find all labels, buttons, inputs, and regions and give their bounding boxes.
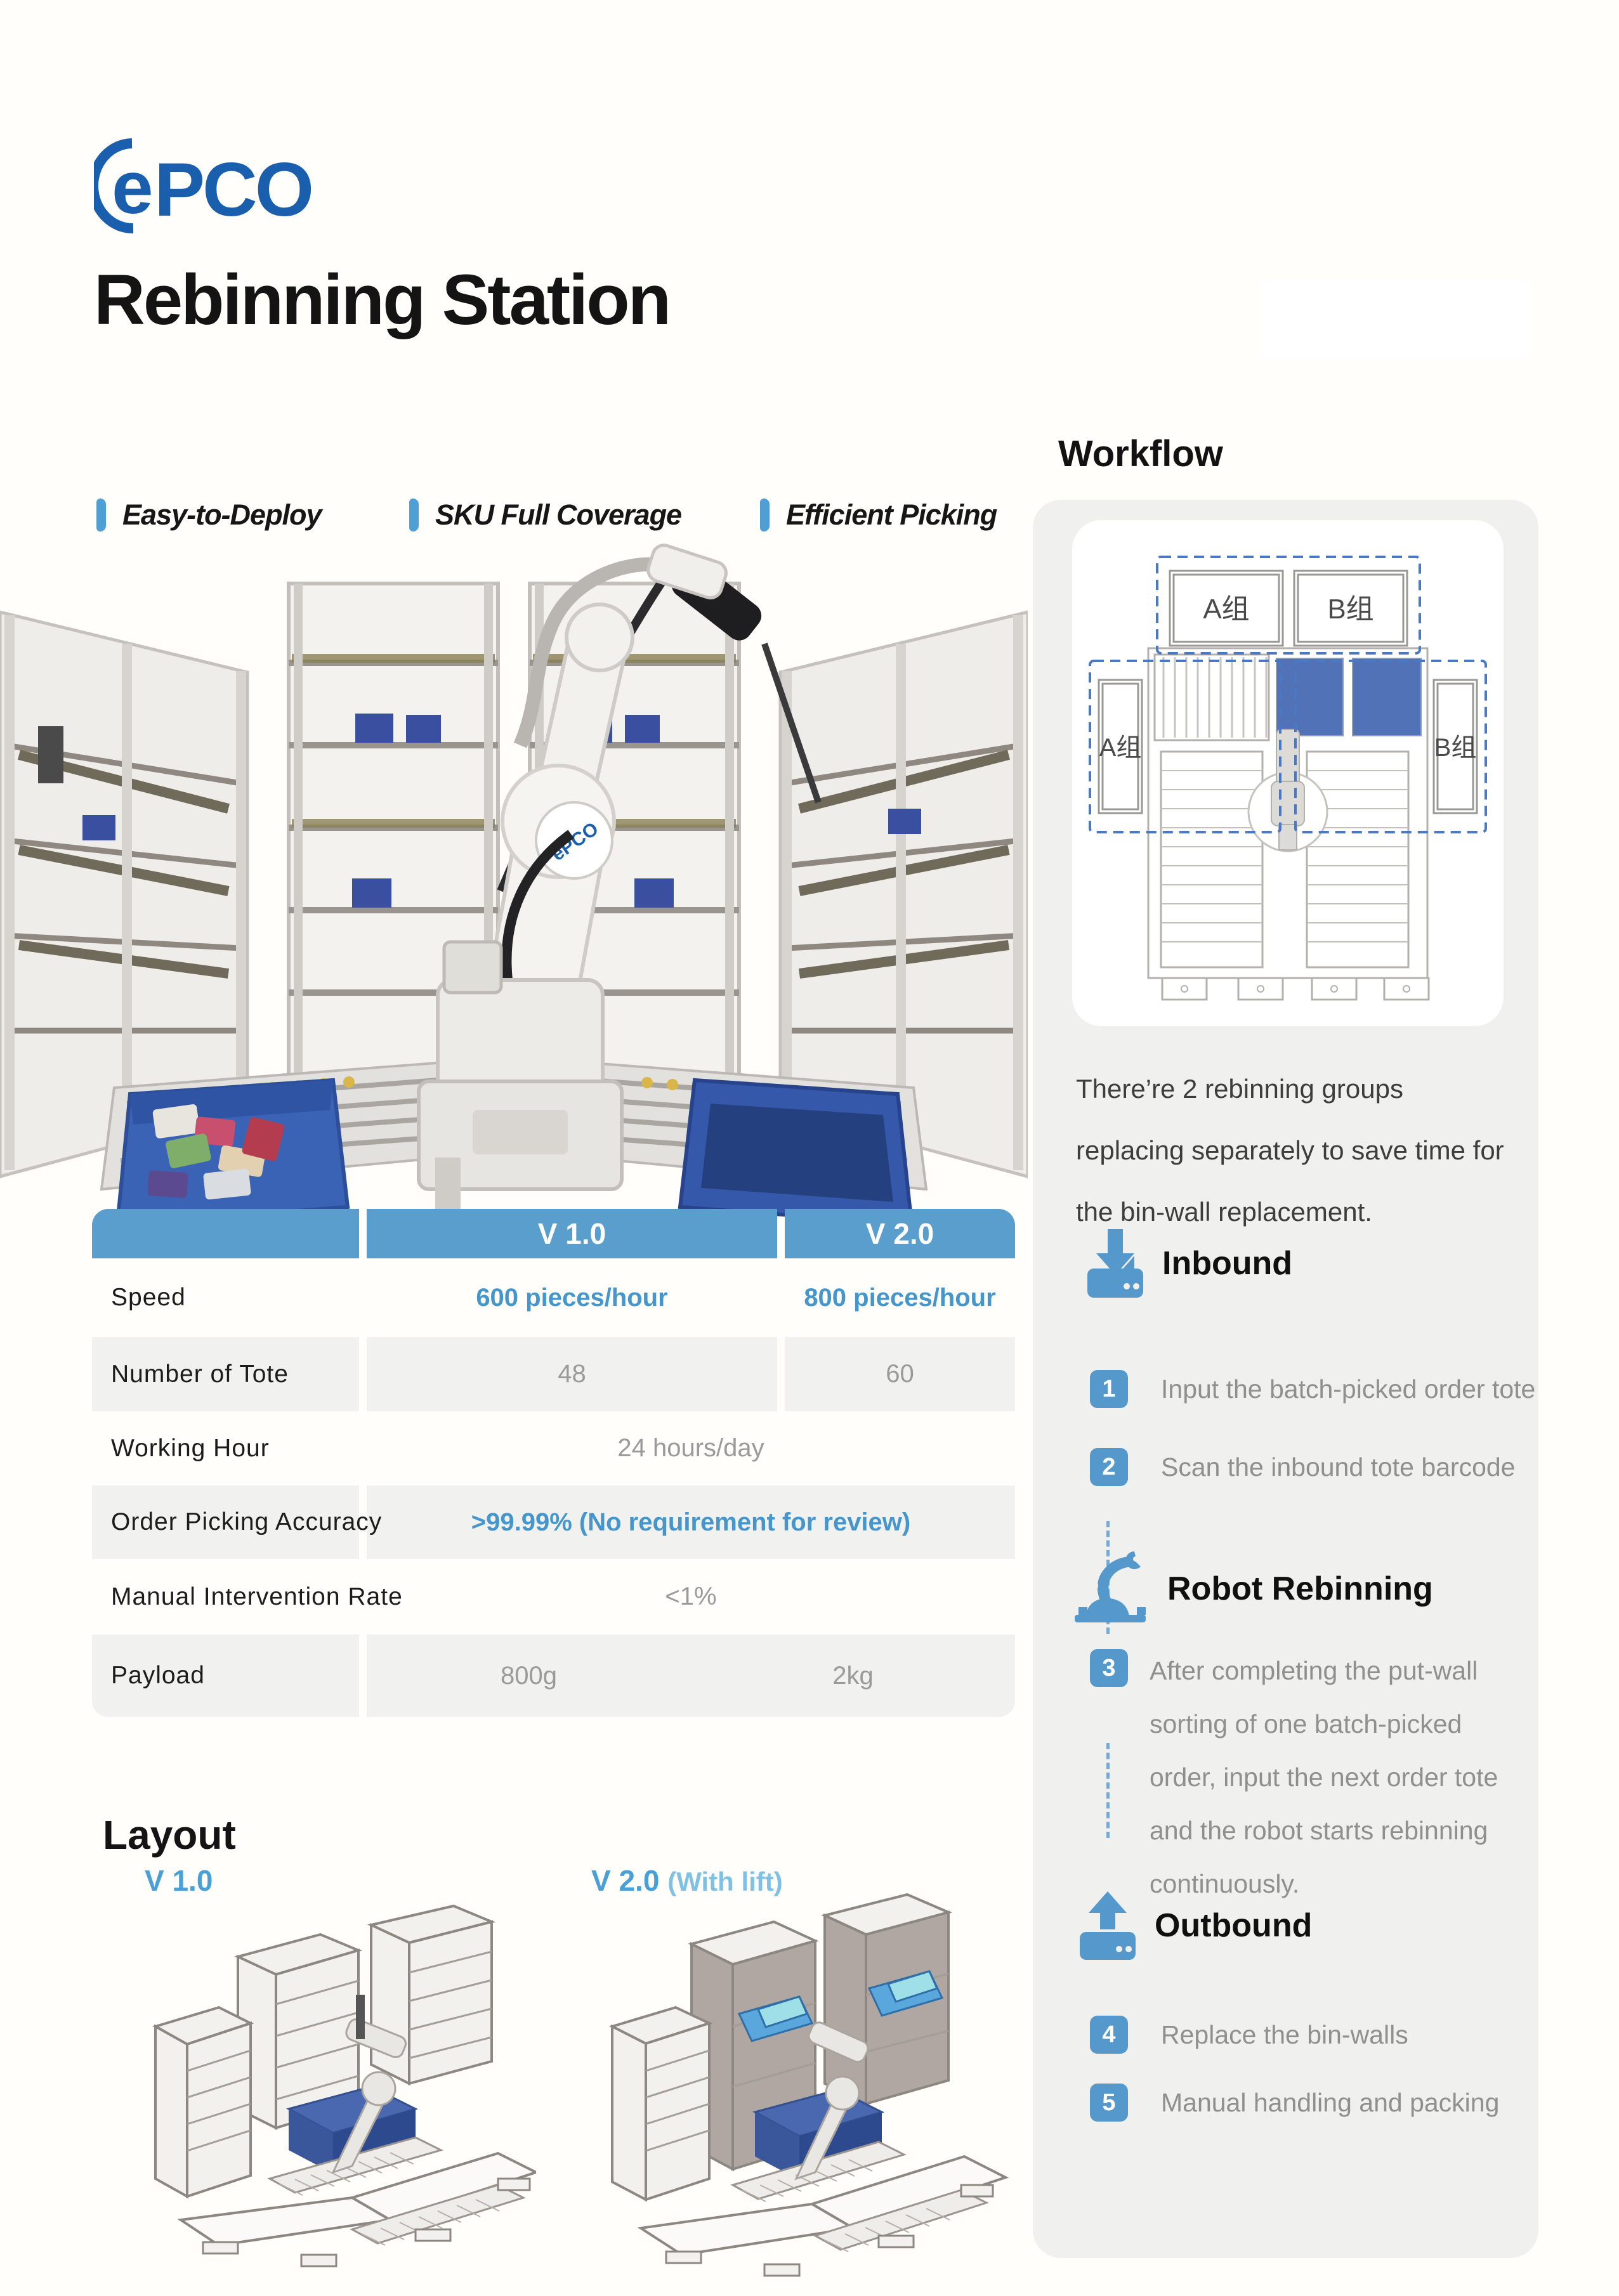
step-3-text: After completing the put-wall sorting of… <box>1150 1656 1498 1898</box>
feature-label: Easy-to-Deploy <box>122 499 322 531</box>
feature-marker-icon <box>409 499 419 532</box>
speed-v1: 600 pieces/hour <box>476 1283 668 1312</box>
step-5: 5 Manual handling and packing <box>1090 2084 1499 2122</box>
feature-label: SKU Full Coverage <box>435 499 682 531</box>
layout-v1-label: V 1.0 <box>145 1864 213 1897</box>
feature-sku-coverage: SKU Full Coverage <box>409 499 682 532</box>
header-v1: V 1.0 <box>367 1209 777 1258</box>
outbound-arrow-tray-icon <box>1080 1891 1136 1960</box>
diagram-right-b-label: B组 <box>1434 734 1477 762</box>
step-4-text: Replace the bin-walls <box>1161 2019 1408 2049</box>
payload-v1: 800g <box>501 1661 557 1690</box>
header-empty-cell <box>92 1209 359 1258</box>
diagram-top-b-label: B组 <box>1327 594 1373 625</box>
step-3-badge-wrap: 3 <box>1090 1649 1128 1687</box>
workflow-connector-dash <box>1106 1743 1110 1838</box>
speed-v2: 800 pieces/hour <box>804 1283 996 1312</box>
inbound-arrow-tray-icon <box>1087 1229 1143 1298</box>
diagram-top-a-label: A组 <box>1203 594 1249 625</box>
feature-easy-to-deploy: Easy-to-Deploy <box>96 499 322 532</box>
accuracy-value: >99.99% (No requirement for review) <box>471 1508 911 1536</box>
step-3-badge: 3 <box>1090 1649 1128 1687</box>
table-row-manual: Manual Intervention Rate <1% <box>92 1559 1015 1634</box>
row-label: Order Picking Accuracy <box>111 1508 383 1536</box>
outbound-section-header: Outbound <box>1078 1890 1312 1961</box>
spec-table: V 1.0 V 2.0 Speed 600 pieces/hour 800 pi… <box>92 1209 1015 1717</box>
layout-heading: Layout <box>103 1812 236 1858</box>
table-row-payload: Payload 800g 2kg <box>92 1634 1015 1717</box>
step-5-badge: 5 <box>1090 2084 1128 2122</box>
feature-label: Efficient Picking <box>786 499 997 531</box>
robot-title: Robot Rebinning <box>1167 1570 1433 1607</box>
robot-arm-icon <box>1075 1551 1146 1622</box>
blank-highlight-box <box>1261 280 1530 358</box>
row-label: Speed <box>111 1284 186 1311</box>
feature-marker-icon <box>760 499 770 532</box>
table-row-accuracy: Order Picking Accuracy >99.99% (No requi… <box>92 1485 1015 1559</box>
outbound-title: Outbound <box>1155 1907 1313 1944</box>
step-2: 2 Scan the inbound tote barcode <box>1090 1448 1516 1486</box>
page-title: Rebinning Station <box>94 260 671 339</box>
epco-logo-text: PCO <box>154 147 311 232</box>
tote-v2: 60 <box>886 1360 914 1388</box>
row-label: Working Hour <box>111 1434 270 1462</box>
header-v2: V 2.0 <box>785 1209 1015 1258</box>
product-photo: ePCO <box>0 536 1030 1227</box>
step-4: 4 Replace the bin-walls <box>1090 2016 1408 2054</box>
layout-v2-label: V 2.0 (With lift) <box>591 1864 783 1897</box>
svg-text:e: e <box>112 146 154 230</box>
step-1-text: Input the batch-picked order tote <box>1161 1374 1536 1404</box>
hours-value: 24 hours/day <box>617 1434 764 1462</box>
step-1-badge: 1 <box>1090 1370 1128 1408</box>
step-2-text: Scan the inbound tote barcode <box>1161 1452 1516 1482</box>
layout-v2-suffix: (With lift) <box>667 1867 783 1896</box>
table-row-hours: Working Hour 24 hours/day <box>92 1411 1015 1485</box>
step-4-badge: 4 <box>1090 2016 1128 2054</box>
feature-marker-icon <box>96 499 106 532</box>
diagram-left-a-label: A组 <box>1099 734 1142 762</box>
workflow-diagram: A组 B组 A组 B组 <box>1086 539 1490 1008</box>
payload-v2: 2kg <box>832 1661 874 1690</box>
inbound-title: Inbound <box>1162 1245 1293 1282</box>
table-row-tote: Number of Tote 48 60 <box>92 1337 1015 1411</box>
manual-value: <1% <box>665 1582 717 1610</box>
robot-section-header: Robot Rebinning <box>1073 1548 1433 1630</box>
row-label: Payload <box>111 1662 205 1689</box>
epco-logo: e PCO <box>88 138 398 234</box>
step-5-text: Manual handling and packing <box>1161 2087 1500 2117</box>
feature-efficient-picking: Efficient Picking <box>760 499 997 532</box>
tote-v1: 48 <box>558 1360 586 1388</box>
step-1: 1 Input the batch-picked order tote <box>1090 1370 1535 1408</box>
inbound-section-header: Inbound <box>1086 1228 1292 1299</box>
workflow-heading: Workflow <box>1058 433 1223 474</box>
row-label: Number of Tote <box>111 1360 289 1388</box>
layout-v2-illustration <box>596 1893 1009 2293</box>
epco-logo-icon: e PCO <box>88 138 314 234</box>
workflow-description: There’re 2 rebinning groups replacing se… <box>1076 1074 1504 1227</box>
rebinning-station-photo-illustration: ePCO <box>0 544 1030 1227</box>
spec-table-header: V 1.0 V 2.0 <box>92 1209 1015 1258</box>
row-label: Manual Intervention Rate <box>111 1582 403 1610</box>
table-row-speed: Speed 600 pieces/hour 800 pieces/hour <box>92 1258 1015 1337</box>
step-2-badge: 2 <box>1090 1448 1128 1486</box>
layout-v1-illustration <box>143 1900 540 2280</box>
